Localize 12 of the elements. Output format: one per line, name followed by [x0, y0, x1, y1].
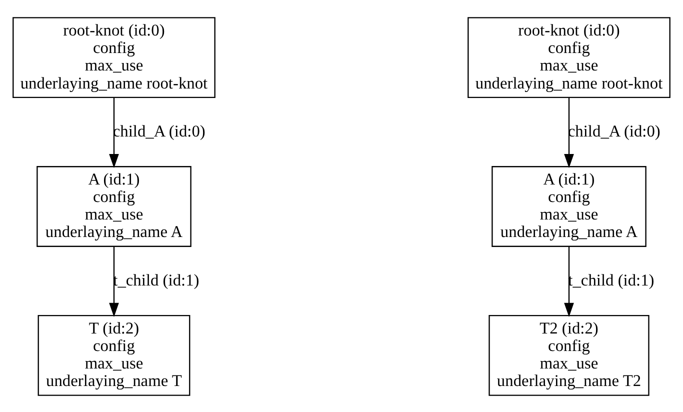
node-box: T (id:2) config max_use underlaying_name T: [38, 314, 190, 396]
arrow: [109, 246, 119, 316]
node-box: A (id:1) config max_use underlaying_name A: [36, 166, 192, 246]
edge-label: child_A (id:0): [568, 120, 660, 140]
arrow: [564, 97, 574, 168]
node-box: root-knot (id:0) config max_use underlaying_name root-knot: [12, 16, 216, 98]
node-box: A (id:1) config max_use underlaying_name A: [492, 166, 646, 246]
node-box: T2 (id:2) config max_use underlaying_name T2: [488, 314, 650, 396]
node-box: root-knot (id:0) config max_use underlaying_name root-knot: [468, 16, 670, 98]
arrow: [109, 97, 119, 168]
arrow: [564, 246, 574, 316]
edge-label: child_A (id:0): [112, 120, 206, 140]
